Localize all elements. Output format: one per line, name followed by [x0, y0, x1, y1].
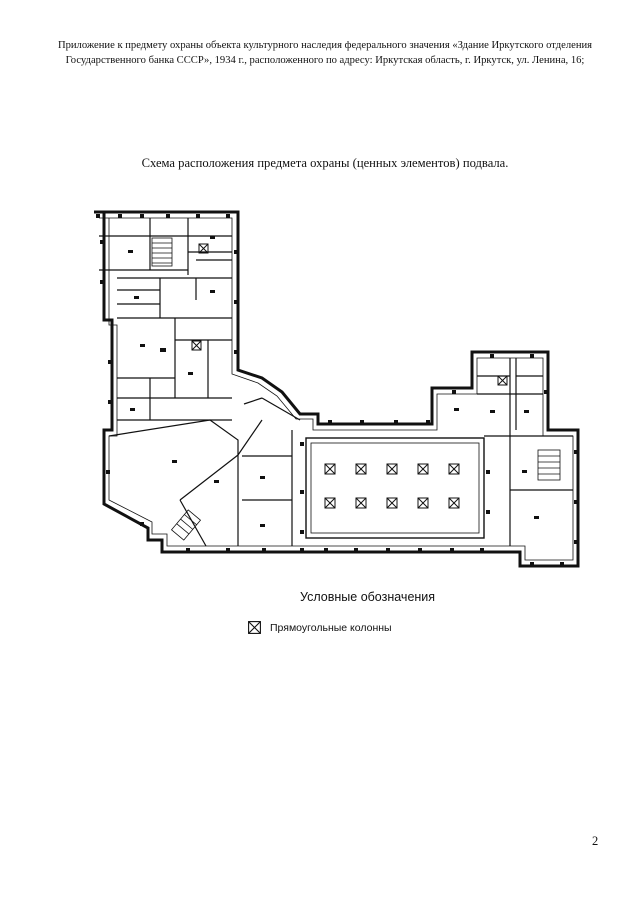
stair-upper-left [151, 237, 173, 267]
header-line-2: Государственного банка СССР», 1934 г., р… [65, 55, 585, 66]
column-square-icon [355, 463, 367, 475]
page-number: 2 [592, 834, 599, 848]
legend-item-label: Прямоугольные колонны [270, 621, 392, 634]
wall-marks [96, 214, 578, 566]
legend-item: Прямоугольные колонны [248, 621, 392, 634]
main-hall [305, 437, 485, 539]
left-wing-partitions [99, 218, 232, 421]
document-header: Приложение к предмету охраны объекта кул… [40, 38, 610, 68]
inner-wall-outline [99, 217, 574, 561]
column-square-icon [324, 497, 336, 509]
column-square-icon [198, 243, 209, 254]
column-square-icon [417, 497, 429, 509]
column-square-icon [497, 375, 508, 386]
round-hall-partitions [108, 397, 301, 547]
outer-walls [94, 210, 580, 568]
column-square-icon [355, 497, 367, 509]
room-annotations [128, 236, 539, 527]
right-wing-partitions [477, 358, 573, 546]
header-line-1: Приложение к предмету охраны объекта кул… [57, 40, 593, 51]
column-square-icon [324, 463, 336, 475]
column-square-icon [386, 497, 398, 509]
column-square-icon [448, 463, 460, 475]
column-square-icon [448, 497, 460, 509]
column-square-icon [248, 621, 261, 634]
legend-title: Условные обозначения [300, 590, 436, 604]
column-square-icon [191, 340, 202, 351]
stair-diagonal [170, 509, 202, 541]
stair-right [537, 449, 561, 481]
column-square-icon [417, 463, 429, 475]
other-columns [191, 243, 508, 386]
column-square-icon [386, 463, 398, 475]
main-hall-columns [324, 463, 460, 509]
plan-title: Схема расположения предмета охраны (ценн… [141, 156, 509, 170]
